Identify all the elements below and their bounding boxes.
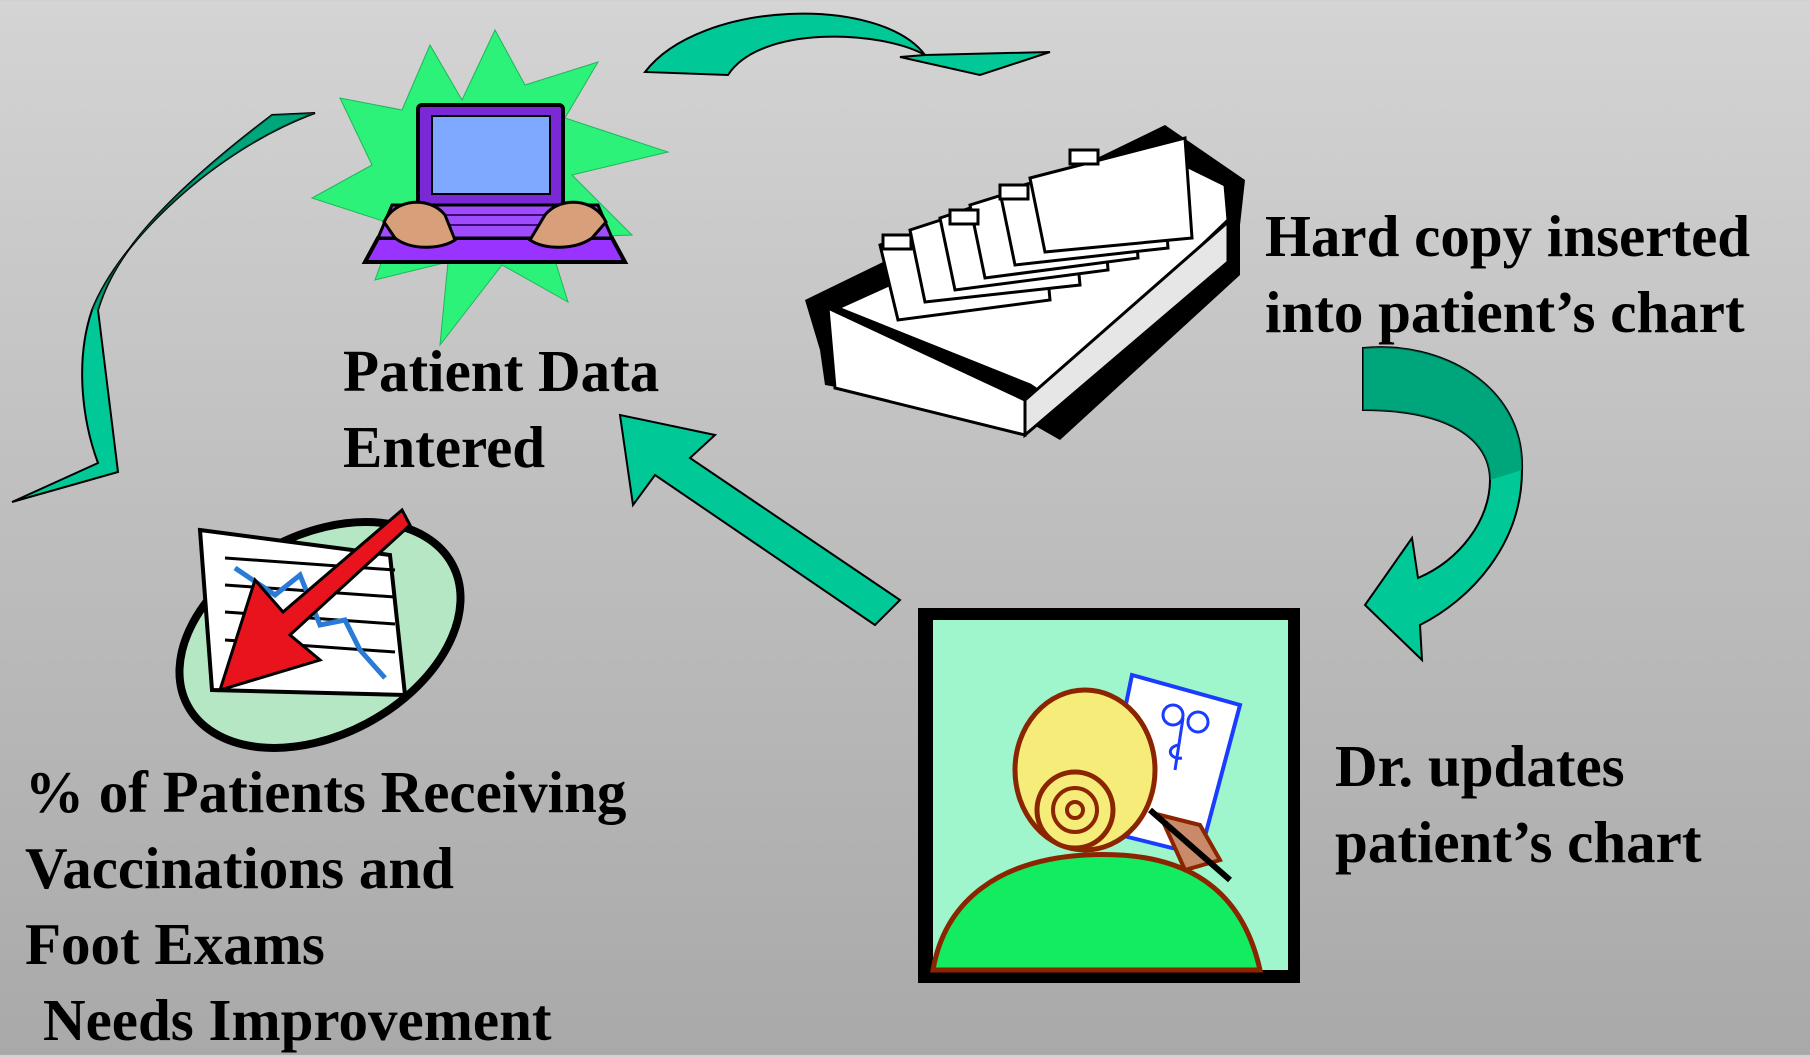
doctor-writing-icon (918, 608, 1300, 983)
card-file-box-icon (805, 125, 1245, 440)
arrow-laptop-to-chart (11, 112, 316, 503)
label-dr-updates-chart: Dr. updates patient’s chart (1335, 733, 1702, 875)
label-hard-copy-inserted: Hard copy inserted into patient’s chart (1265, 203, 1751, 345)
declining-chart-icon (175, 507, 465, 752)
label-percent-patients-needs-improvement: % of Patients Receiving Vaccinations and… (25, 759, 627, 1053)
arrow-cards-to-doctor (1362, 346, 1524, 663)
label-patient-data-entered: Patient Data Entered (343, 338, 660, 480)
laptop-typing-icon (310, 28, 670, 347)
arrow-laptop-to-cards (643, 12, 1051, 77)
arrow-doctor-to-laptop (618, 413, 902, 627)
caduceus-icon (1161, 703, 1210, 771)
